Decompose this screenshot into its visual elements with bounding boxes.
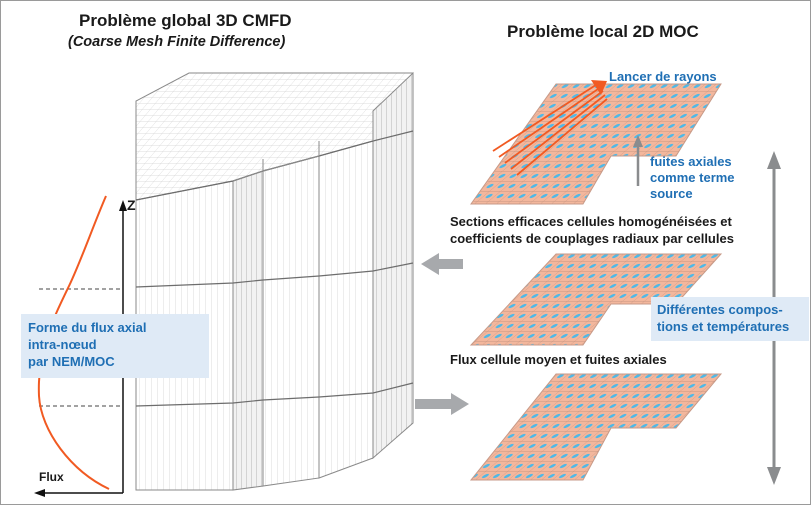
moc-plate-top: [470, 83, 722, 205]
z-axis-arrowhead: [119, 200, 127, 211]
left-subtitle: (Coarse Mesh Finite Difference): [68, 34, 286, 50]
arrow-left-gray: [421, 253, 463, 275]
flux-shape-line-1: Forme du flux axial: [28, 320, 147, 335]
sections-caption-line-2: coefficients de couplages radiaux par ce…: [450, 231, 734, 246]
axial-leak-line-2: comme terme: [650, 170, 735, 185]
compositions-line-1: Différentes compos-: [657, 302, 783, 317]
flux-shape-line-2: intra-nœud: [28, 337, 97, 352]
arrow-right-gray: [415, 393, 469, 415]
sections-caption-line-1: Sections efficaces cellules homogénéisée…: [450, 214, 732, 229]
compositions-line-2: tions et températures: [657, 319, 790, 334]
flux-caption: Flux cellule moyen et fuites axiales: [450, 352, 667, 367]
flux-shape-line-3: par NEM/MOC: [28, 354, 115, 369]
rays-bundle: [492, 80, 608, 176]
left-title: Problème global 3D CMFD: [79, 11, 292, 30]
right-title: Problème local 2D MOC: [507, 22, 699, 41]
ray-label: Lancer de rayons: [609, 69, 717, 84]
flux-axis-arrowhead: [34, 489, 45, 497]
axial-leak-line-3: source: [650, 186, 693, 201]
core-3d-block: [135, 71, 414, 491]
moc-plate-middle: [469, 253, 723, 346]
rays-arrowhead: [591, 80, 607, 95]
flux-shape-box: Forme du flux axial intra-nœud par NEM/M…: [21, 314, 209, 378]
flux-axis-label: Flux: [39, 470, 64, 484]
axial-leak-arrowhead: [633, 135, 643, 147]
z-axis-label: Z: [127, 197, 136, 213]
moc-plate-bottom: [469, 373, 723, 481]
axial-leak-line-1: fuites axiales: [650, 154, 732, 169]
compositions-box: Différentes compos- tions et température…: [651, 297, 809, 341]
